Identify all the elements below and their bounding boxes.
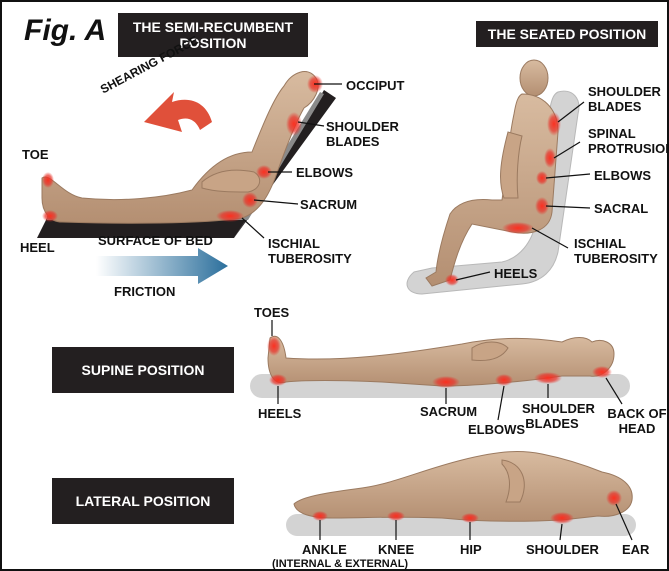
pressure-ischial: [216, 210, 244, 222]
label-toe: TOE: [22, 147, 49, 162]
semi-recumbent-figure: [42, 72, 318, 224]
label-seated-heels: HEELS: [494, 266, 537, 281]
pressure-heel: [42, 210, 58, 222]
lateral-figure: [294, 452, 632, 522]
label-supine-heels: HEELS: [258, 406, 301, 421]
pressure-lateral-hip: [461, 513, 479, 523]
label-heel: HEEL: [20, 240, 55, 255]
label-seated-ischial-tuberosity: ISCHIAL TUBEROSITY: [574, 236, 669, 266]
label-friction: FRICTION: [114, 284, 175, 299]
label-seated-elbows: ELBOWS: [594, 168, 651, 183]
pressure-toe: [42, 172, 54, 188]
label-supine-sacrum: SACRUM: [420, 404, 477, 419]
label-lateral-shoulder: SHOULDER: [526, 542, 599, 557]
pressure-seated-shoulder: [547, 112, 561, 136]
header-lateral: LATERAL POSITION: [52, 478, 234, 524]
pressure-shoulder-blades: [286, 112, 302, 136]
pressure-supine-elbows: [495, 374, 513, 386]
label-ischial-tuberosity: ISCHIAL TUBEROSITY: [268, 236, 368, 266]
label-elbows: ELBOWS: [296, 165, 353, 180]
pressure-supine-shoulder: [534, 372, 562, 384]
pressure-lateral-ankle: [312, 511, 328, 521]
label-surface-of-bed: SURFACE OF BED: [98, 233, 213, 248]
header-semi-recumbent: THE SEMI-RECUMBENT POSITION: [118, 13, 308, 57]
label-supine-back-of-head: BACK OF HEAD: [604, 406, 669, 436]
pressure-supine-head: [592, 366, 612, 378]
header-seated: THE SEATED POSITION: [476, 21, 658, 47]
friction-arrow: [96, 248, 228, 284]
label-sacrum: SACRUM: [300, 197, 357, 212]
figure-title: Fig. A: [24, 14, 106, 48]
shearing-force-arrow: [144, 92, 212, 132]
label-supine-shoulder-blades: SHOULDER BLADES: [522, 401, 582, 431]
label-seated-spinal-protrusions: SPINAL PROTRUSIONS: [588, 126, 669, 156]
pressure-lateral-ear: [606, 490, 622, 506]
label-occiput: OCCIPUT: [346, 78, 405, 93]
pressure-supine-heels: [269, 374, 287, 386]
pressure-seated-ischial: [502, 222, 534, 234]
seated-illustration: [407, 60, 590, 294]
label-lateral-ear: EAR: [622, 542, 649, 557]
pressure-lateral-knee: [387, 511, 405, 521]
label-lateral-hip: HIP: [460, 542, 482, 557]
label-lateral-ankle-note: (INTERNAL & EXTERNAL): [272, 557, 408, 571]
label-lateral-ankle: ANKLE: [302, 542, 347, 557]
pressure-supine-toes: [267, 336, 281, 356]
pressure-lateral-shoulder: [550, 512, 574, 524]
label-seated-shoulder-blades: SHOULDER BLADES: [588, 84, 668, 114]
label-supine-elbows: ELBOWS: [468, 422, 525, 437]
label-seated-sacral: SACRAL: [594, 201, 648, 216]
pressure-supine-sacrum: [432, 376, 460, 388]
header-supine: SUPINE POSITION: [52, 347, 234, 393]
label-shoulder-blades: SHOULDER BLADES: [326, 119, 412, 149]
label-supine-toes: TOES: [254, 305, 289, 320]
label-lateral-knee: KNEE: [378, 542, 414, 557]
lateral-illustration: [286, 452, 636, 540]
